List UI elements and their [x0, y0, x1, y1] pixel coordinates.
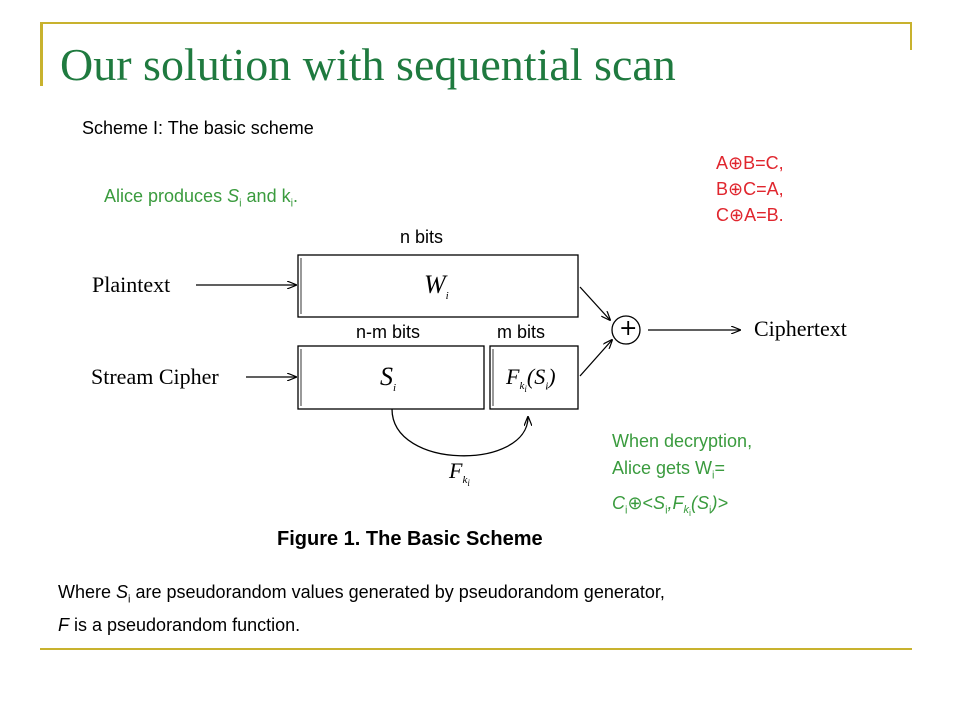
decrypt-comma-f: ,F	[667, 492, 684, 513]
alice-note-mid: and k	[241, 186, 291, 206]
si-main: S	[380, 362, 393, 391]
footnote-s: S	[116, 582, 129, 602]
frame-bottom-line	[40, 648, 912, 650]
f-k: k	[519, 380, 525, 393]
curve-f-label: Fki	[449, 458, 470, 489]
footnote-prefix: Where	[58, 582, 117, 602]
n-m-bits-label: n-m bits	[356, 322, 421, 342]
decrypt-line2-suffix: =	[714, 458, 725, 478]
si-box	[297, 345, 485, 410]
footnote-s-sub: i	[128, 593, 131, 606]
xor-rule-2: B⊕C=A,	[716, 179, 784, 199]
alice-note-prefix: Alice produces	[104, 186, 228, 206]
f-main: F	[506, 364, 520, 389]
f-arg-s: S	[534, 364, 546, 389]
xor-plus-symbol: +	[619, 316, 638, 341]
si-sub: i	[393, 382, 397, 395]
decrypt-xor: ⊕<	[627, 492, 654, 513]
scheme-subtitle: Scheme I: The basic scheme	[82, 118, 314, 138]
footnote-rest: are pseudorandom values generated by pse…	[130, 582, 665, 602]
plaintext-label: Plaintext	[92, 272, 171, 297]
stream-cipher-label: Stream Cipher	[91, 364, 219, 389]
wi-box	[297, 254, 579, 318]
slide-title: Our solution with sequential scan	[60, 39, 676, 90]
xor-rules: A⊕B=C, B⊕C=A, C⊕A=B.	[716, 150, 784, 228]
frame-right-line	[910, 22, 912, 50]
decrypt-csub: i	[625, 504, 628, 517]
footnote-line2-rest: is a pseudorandom function.	[69, 614, 301, 635]
decrypt-psub: i	[709, 504, 712, 517]
wi-symbol: Wi	[424, 270, 449, 302]
figure-caption: Figure 1. The Basic Scheme	[277, 528, 543, 550]
f-box	[489, 345, 579, 410]
decrypt-line-2: Alice gets Wi=	[612, 455, 752, 490]
frame-top-line	[40, 22, 912, 24]
curve-f-main: F	[449, 458, 463, 483]
decrypt-ssub: i	[665, 504, 668, 517]
footnote-text: Where Si are pseudorandom values generat…	[58, 580, 868, 638]
ciphertext-label: Ciphertext	[754, 316, 847, 341]
decrypt-ksub: i	[689, 508, 692, 519]
decrypt-paren: (S	[691, 492, 710, 513]
alice-note-s: S	[227, 186, 240, 206]
m-bits-label: m bits	[497, 322, 546, 342]
decrypt-line-3: Ci⊕<Si,Fki(Si)>	[612, 490, 752, 528]
alice-note-suffix: .	[293, 186, 299, 206]
curve-f-k: k	[462, 474, 468, 487]
xor-rule-1: A⊕B=C,	[716, 153, 784, 173]
f-symbol: Fki(Si)	[506, 364, 556, 395]
n-bits-label: n bits	[400, 227, 444, 247]
alice-note-k-sub: i	[290, 197, 294, 210]
alice-note-s-sub: i	[239, 197, 242, 210]
decryption-note: When decryption, Alice gets Wi= Ci⊕<Si,F…	[612, 428, 752, 527]
f-curve-arrow	[391, 408, 528, 457]
decrypt-line2-prefix: Alice gets W	[612, 458, 713, 478]
decrypt-end: )>	[711, 492, 728, 513]
wi-sub: i	[445, 290, 449, 303]
decrypt-line-1: When decryption,	[612, 431, 753, 451]
footnote-f: F	[58, 614, 69, 635]
alice-produces-note: Alice produces Si and ki.	[104, 186, 298, 210]
decrypt-line2-sub: i	[712, 469, 715, 482]
f-ksub: i	[524, 384, 527, 395]
f-arg-sub: i	[545, 380, 549, 393]
wi-main: W	[424, 270, 446, 299]
wi-to-xor-arrow	[579, 286, 610, 320]
f-to-xor-arrow	[579, 340, 612, 377]
xor-rule-3: C⊕A=B.	[716, 205, 784, 225]
curve-f-ksub: i	[467, 478, 470, 489]
frame-left-line	[40, 22, 43, 86]
si-symbol: Si	[380, 362, 396, 394]
decrypt-s: S	[653, 492, 666, 513]
decrypt-c: C	[612, 492, 625, 513]
xor-circle	[611, 315, 641, 345]
decrypt-k: k	[683, 504, 690, 517]
